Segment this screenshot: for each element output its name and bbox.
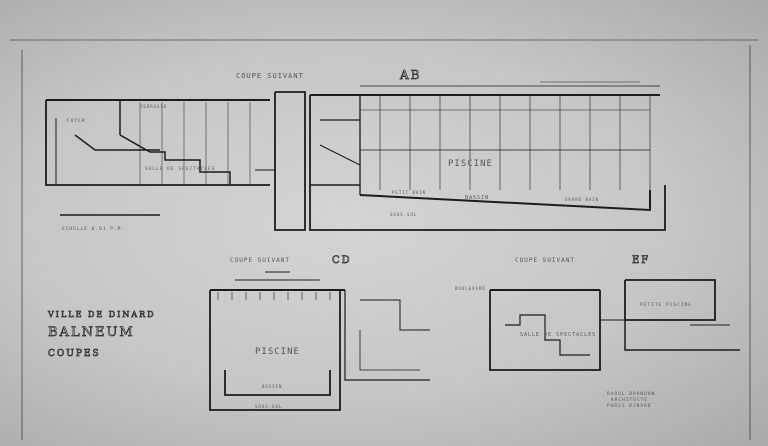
town-title: VILLE DE DINARD — [47, 310, 156, 319]
wall-line — [360, 299, 430, 331]
label-grand-bain: GRAND BAIN — [565, 197, 599, 202]
signature-line-1: RAOUL BRANDON — [607, 391, 655, 397]
stair-line — [119, 134, 231, 185]
stair-line — [505, 314, 590, 356]
signature-line-2: ARCHITECTE — [611, 397, 648, 403]
wall-line — [489, 290, 601, 371]
shaft-line — [274, 91, 306, 231]
wall-line — [600, 319, 626, 345]
label-sous-sol-cd: SOUS-SOL — [255, 404, 282, 409]
label-salle: SALLE DE SPECTACLES — [145, 166, 215, 172]
stair-line — [319, 144, 361, 166]
stair-line — [74, 134, 160, 151]
label-foyer: FOYER — [67, 118, 86, 124]
wall-line — [309, 95, 666, 231]
label-piscine-ab: PISCINE — [448, 159, 493, 169]
wall-line — [359, 330, 420, 371]
pool-floor — [359, 190, 651, 212]
label-bassin-ab: BASSIN — [465, 195, 489, 201]
svg-text:EF: EF — [632, 255, 650, 266]
label-boulevard: BOULEVARD — [455, 286, 486, 291]
scale-label: ECHELLE 0.01 P.M. — [62, 226, 125, 232]
section-heading-cd: COUPE SUIVANT CD — [230, 255, 352, 267]
label-petite-piscine: PETITE PISCINE — [640, 302, 692, 308]
wall-line — [45, 100, 270, 186]
signature-line-3: PARIS DINARD — [607, 403, 652, 409]
svg-text:AB: AB — [399, 68, 421, 82]
section-heading-ef: COUPE SUIVANT EF — [515, 255, 650, 267]
section-heading-ab: COUPE SUIVANT AB — [236, 68, 421, 83]
svg-text:COUPE SUIVANT: COUPE SUIVANT — [230, 257, 290, 264]
label-terrasse: TERRASSE — [140, 104, 167, 109]
wall-line — [624, 279, 716, 321]
label-piscine-cd: PISCINE — [255, 347, 300, 357]
label-bassin-cd: BASSIN — [262, 384, 282, 389]
label-petit-bain: PETIT BAIN — [392, 190, 426, 195]
svg-text:COUPE SUIVANT: COUPE SUIVANT — [236, 72, 304, 80]
project-title: BALNEUM — [48, 325, 135, 340]
pool-basin — [224, 370, 331, 396]
label-sous-sol-ab: SOUS-SOL — [390, 212, 417, 217]
svg-text:CD: CD — [332, 255, 352, 266]
svg-text:COUPE SUIVANT: COUPE SUIVANT — [515, 257, 575, 264]
wall-line — [624, 320, 740, 351]
sheet-title: COUPES — [48, 349, 101, 359]
wall-line — [209, 290, 341, 411]
label-salle-ef: SALLE DE SPECTACLES — [520, 332, 596, 338]
wall-line — [344, 290, 430, 381]
